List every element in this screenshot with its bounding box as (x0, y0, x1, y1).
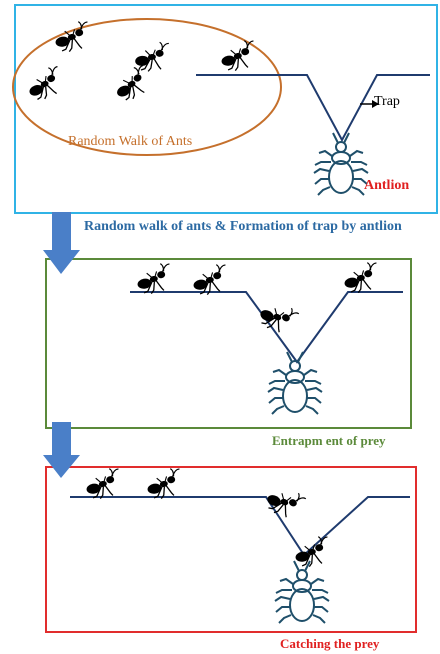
step1-caption: Random walk of ants & Formation of trap … (84, 219, 402, 235)
antlion-icon (275, 561, 329, 623)
trap-line-3 (70, 497, 410, 555)
ant-icon (263, 482, 307, 522)
ant-icon (84, 467, 123, 501)
antlion-icon (268, 352, 322, 414)
antlion-label: Antlion (364, 178, 409, 194)
trap-label: Trap (374, 94, 400, 110)
ant-icon (135, 262, 174, 296)
ant-icon (145, 467, 184, 501)
flow-arrow-icon (43, 422, 80, 478)
ant-icon (24, 65, 66, 103)
antlion-icon (314, 133, 368, 195)
step3-caption: Catching the prey (280, 636, 379, 652)
ant-icon (110, 64, 154, 104)
ant-icon (293, 535, 332, 569)
flow-arrow-icon (43, 212, 80, 274)
ant-icon (342, 261, 381, 295)
ant-icon (256, 297, 300, 337)
random-walk-label: Random Walk of Ants (68, 134, 192, 150)
trap-line-2 (130, 292, 403, 362)
step2-caption: Entrapm ent of prey (272, 433, 386, 449)
